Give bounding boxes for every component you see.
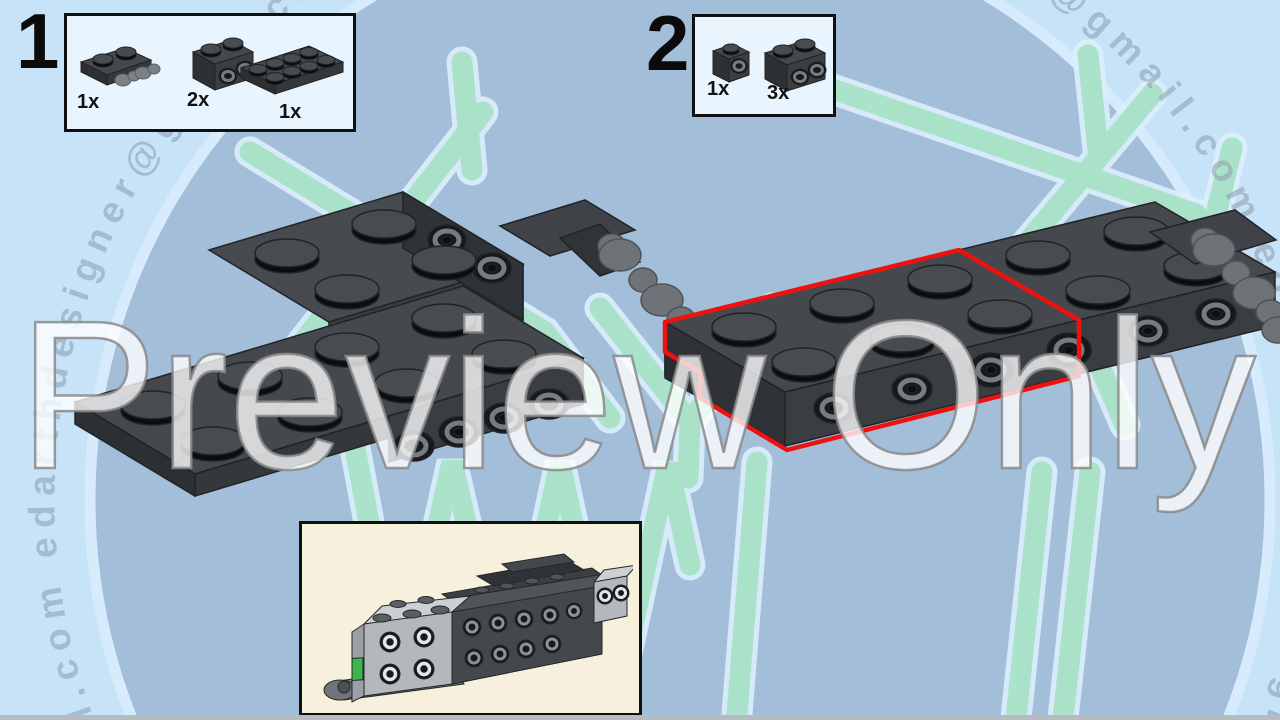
part-plate-2x4 (239, 45, 345, 95)
studs (120, 303, 537, 462)
bracket-body (663, 201, 1277, 448)
assembly-step2 (662, 201, 1280, 453)
preview-only-watermark: Preview Only (18, 276, 1256, 513)
step2-parts-box: 1x 3x (692, 14, 836, 117)
hinge-bar (1148, 209, 1280, 344)
part-count: 1x (707, 78, 730, 100)
part-count: 1x (279, 101, 302, 123)
part-plate-1x2-with-bar (79, 46, 161, 87)
new-parts-highlight-outline (662, 247, 1082, 453)
bracket-rings (813, 298, 1237, 424)
finished-model-render (323, 553, 633, 703)
part-bracket-1x1 (711, 43, 751, 83)
bracket-rings (393, 388, 570, 462)
part-count: 2x (187, 89, 210, 111)
part-count: 1x (77, 91, 100, 113)
step2-number: 2 (646, 0, 690, 87)
studs (254, 209, 477, 310)
part-bracket-1x2 (191, 37, 255, 91)
part-count: 3x (767, 82, 790, 104)
bottom-strip (0, 715, 1280, 720)
finished-model-inset (299, 521, 642, 716)
step1-number: 1 (16, 0, 60, 85)
assembly-step1 (73, 190, 708, 498)
base-plate-2x4 (73, 285, 585, 498)
step1-parts-box: 1x 2x (64, 13, 356, 132)
part-bracket-1x2 (763, 38, 827, 92)
